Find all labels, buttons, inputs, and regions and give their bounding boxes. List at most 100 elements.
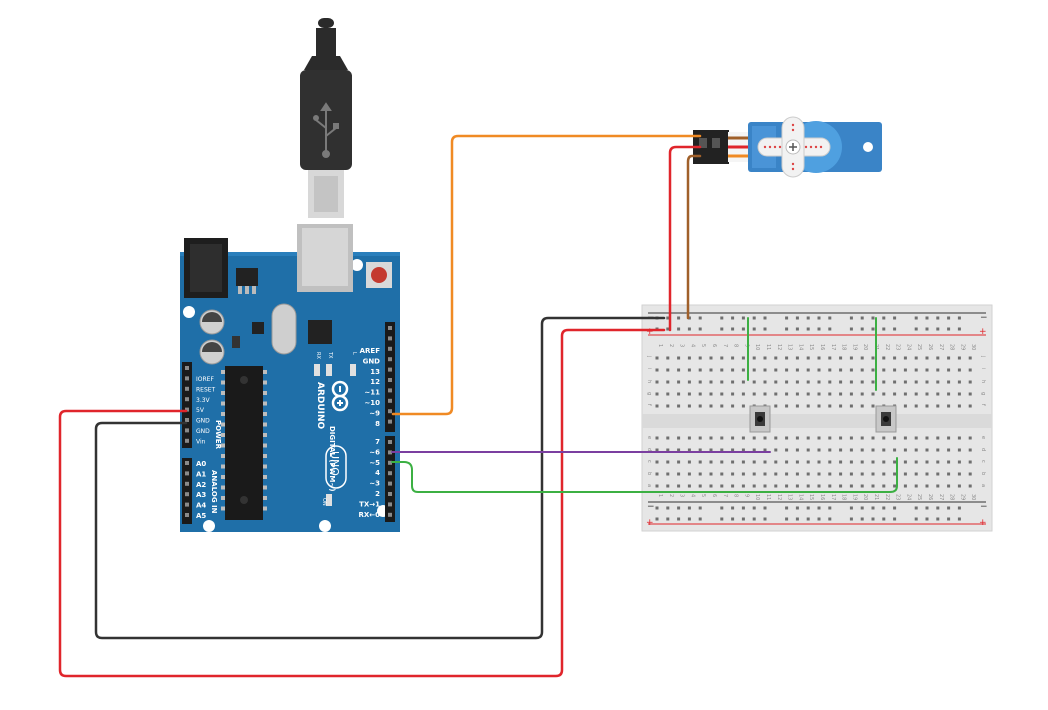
breadboard-hole[interactable]: [677, 448, 681, 452]
breadboard-hole[interactable]: [763, 436, 767, 440]
breadboard-hole[interactable]: [871, 380, 875, 384]
breadboard-hole[interactable]: [839, 484, 843, 488]
rail-hole[interactable]: [806, 316, 810, 320]
breadboard-hole[interactable]: [849, 404, 853, 408]
breadboard-hole[interactable]: [849, 436, 853, 440]
breadboard-hole[interactable]: [925, 448, 929, 452]
rail-hole[interactable]: [752, 316, 756, 320]
breadboard-hole[interactable]: [655, 368, 659, 372]
breadboard-hole[interactable]: [817, 368, 821, 372]
breadboard-hole[interactable]: [763, 472, 767, 476]
breadboard-hole[interactable]: [666, 356, 670, 360]
breadboard-hole[interactable]: [925, 380, 929, 384]
breadboard-hole[interactable]: [752, 448, 756, 452]
breadboard-hole[interactable]: [947, 356, 951, 360]
rail-hole[interactable]: [785, 316, 789, 320]
rail-hole[interactable]: [687, 517, 691, 521]
rail-hole[interactable]: [828, 316, 832, 320]
breadboard-hole[interactable]: [817, 380, 821, 384]
rail-hole[interactable]: [687, 506, 691, 510]
breadboard-hole[interactable]: [839, 392, 843, 396]
breadboard-hole[interactable]: [947, 404, 951, 408]
breadboard-hole[interactable]: [741, 380, 745, 384]
rail-hole[interactable]: [741, 327, 745, 331]
rail-hole[interactable]: [666, 316, 670, 320]
header-pin[interactable]: [388, 419, 392, 424]
breadboard-hole[interactable]: [731, 392, 735, 396]
rail-hole[interactable]: [957, 517, 961, 521]
power-header[interactable]: [182, 362, 192, 448]
rail-hole[interactable]: [795, 316, 799, 320]
breadboard-hole[interactable]: [795, 472, 799, 476]
breadboard-hole[interactable]: [752, 472, 756, 476]
breadboard-hole[interactable]: [871, 368, 875, 372]
breadboard-hole[interactable]: [677, 484, 681, 488]
breadboard-hole[interactable]: [925, 484, 929, 488]
header-pin[interactable]: [185, 438, 189, 443]
header-pin[interactable]: [388, 367, 392, 372]
breadboard-hole[interactable]: [785, 448, 789, 452]
breadboard-hole[interactable]: [795, 484, 799, 488]
pushbutton-right[interactable]: [875, 405, 897, 433]
breadboard-hole[interactable]: [731, 368, 735, 372]
digital-header-top[interactable]: [385, 322, 395, 432]
breadboard-hole[interactable]: [731, 472, 735, 476]
breadboard-hole[interactable]: [860, 356, 864, 360]
rail-hole[interactable]: [720, 506, 724, 510]
rail-hole[interactable]: [731, 327, 735, 331]
breadboard-hole[interactable]: [741, 436, 745, 440]
breadboard-hole[interactable]: [655, 448, 659, 452]
breadboard-hole[interactable]: [936, 448, 940, 452]
breadboard-hole[interactable]: [957, 392, 961, 396]
breadboard-hole[interactable]: [936, 436, 940, 440]
rail-hole[interactable]: [763, 506, 767, 510]
rail-hole[interactable]: [720, 517, 724, 521]
breadboard-hole[interactable]: [957, 368, 961, 372]
pushbutton-left[interactable]: [749, 405, 771, 433]
rail-hole[interactable]: [806, 506, 810, 510]
breadboard-hole[interactable]: [839, 448, 843, 452]
breadboard-hole[interactable]: [720, 404, 724, 408]
breadboard-hole[interactable]: [903, 436, 907, 440]
breadboard-hole[interactable]: [752, 368, 756, 372]
wire-red-servo-vcc[interactable]: [668, 145, 702, 332]
breadboard-hole[interactable]: [828, 460, 832, 464]
breadboard-hole[interactable]: [806, 404, 810, 408]
breadboard-hole[interactable]: [785, 392, 789, 396]
wire-black-gnd[interactable]: [94, 316, 666, 640]
breadboard-hole[interactable]: [925, 472, 929, 476]
breadboard-hole[interactable]: [925, 356, 929, 360]
breadboard-hole[interactable]: [914, 356, 918, 360]
breadboard-hole[interactable]: [817, 392, 821, 396]
breadboard-hole[interactable]: [860, 368, 864, 372]
breadboard-hole[interactable]: [774, 404, 778, 408]
breadboard-hole[interactable]: [795, 392, 799, 396]
header-pin[interactable]: [185, 428, 189, 433]
breadboard-hole[interactable]: [731, 484, 735, 488]
breadboard-hole[interactable]: [795, 460, 799, 464]
wire-orange-pin9-servo[interactable]: [391, 134, 702, 416]
header-pin[interactable]: [388, 357, 392, 362]
rail-hole[interactable]: [893, 327, 897, 331]
breadboard-hole[interactable]: [774, 392, 778, 396]
breadboard-hole[interactable]: [774, 472, 778, 476]
breadboard-hole[interactable]: [849, 380, 853, 384]
rail-hole[interactable]: [871, 517, 875, 521]
breadboard-hole[interactable]: [687, 436, 691, 440]
breadboard-hole[interactable]: [687, 404, 691, 408]
breadboard-hole[interactable]: [709, 472, 713, 476]
breadboard-hole[interactable]: [785, 380, 789, 384]
breadboard-hole[interactable]: [763, 356, 767, 360]
breadboard-hole[interactable]: [655, 484, 659, 488]
breadboard-hole[interactable]: [677, 368, 681, 372]
rail-hole[interactable]: [741, 517, 745, 521]
breadboard-hole[interactable]: [839, 460, 843, 464]
rail-hole[interactable]: [860, 316, 864, 320]
rail-hole[interactable]: [957, 316, 961, 320]
breadboard-hole[interactable]: [925, 368, 929, 372]
breadboard-hole[interactable]: [860, 436, 864, 440]
breadboard-hole[interactable]: [720, 472, 724, 476]
breadboard-hole[interactable]: [752, 436, 756, 440]
breadboard-hole[interactable]: [687, 484, 691, 488]
breadboard-hole[interactable]: [731, 448, 735, 452]
